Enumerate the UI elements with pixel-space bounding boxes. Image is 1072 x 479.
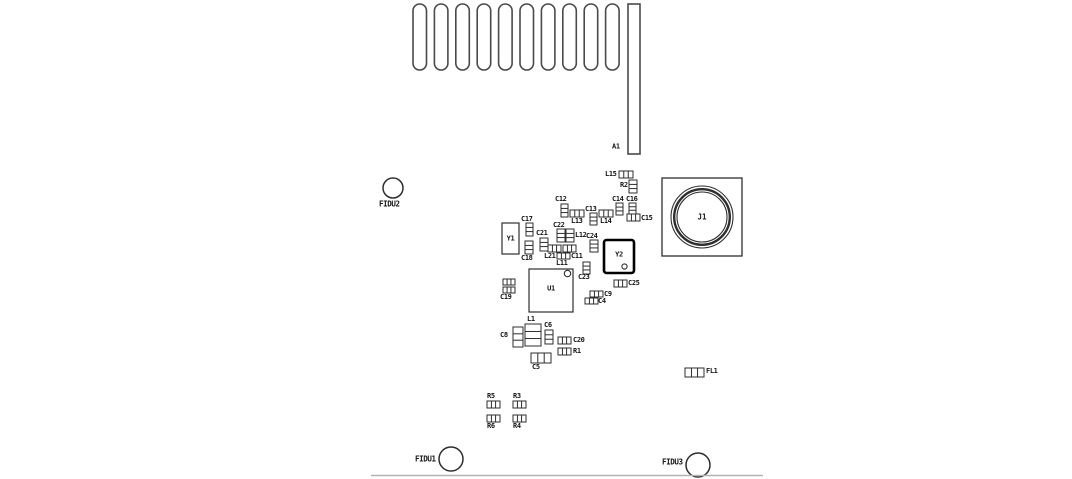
component-l13-refdes-label: L13 <box>571 217 583 225</box>
component-c19-refdes-label: C19 <box>500 293 512 301</box>
antenna-loop-trace <box>583 3 599 71</box>
component-c8-body <box>512 326 524 348</box>
component-l15-refdes-label: L15 <box>605 170 617 178</box>
component-c15-body <box>626 213 641 222</box>
pin1-marker-y2 <box>621 263 628 270</box>
component-l15-body <box>618 170 634 179</box>
component-c18-body <box>524 240 534 255</box>
component-fl1-body <box>684 367 705 378</box>
component-c19-body <box>502 278 516 286</box>
component-c9-refdes-label: C9 <box>604 290 612 298</box>
component-c13-body <box>589 212 598 226</box>
component-r5-body <box>486 400 501 409</box>
component-c8-refdes-label: C8 <box>500 331 508 339</box>
component-r3-refdes-label: R3 <box>513 392 521 400</box>
component-r1-refdes-label: R1 <box>573 347 581 355</box>
component-fl1-refdes-label: FL1 <box>706 367 718 375</box>
component-c25-body <box>613 279 628 288</box>
component-c6-body <box>544 329 554 345</box>
connector-outline <box>661 177 743 257</box>
component-r3-body <box>512 400 527 409</box>
antenna-loop-trace <box>519 3 535 71</box>
component-l12-refdes-label: L12 <box>575 231 587 239</box>
fiducial-label-fidu3: FIDU3 <box>662 458 683 467</box>
component-c12-body <box>560 203 569 218</box>
component-l21-refdes-label: L21 <box>544 252 556 260</box>
component-c16-refdes-label: C16 <box>626 195 638 203</box>
component-c15-refdes-label: C15 <box>641 214 653 222</box>
antenna-refdes-label: A1 <box>612 142 620 150</box>
component-c18-refdes-label: C18 <box>521 254 533 262</box>
connector-refdes-label: J1 <box>697 213 707 222</box>
ic-refdes-label-y2: Y2 <box>615 251 623 259</box>
component-c12-refdes-label: C12 <box>555 195 567 203</box>
component-c24-body <box>589 239 599 253</box>
component-c17-refdes-label: C17 <box>521 215 533 223</box>
component-c17-body <box>525 222 534 237</box>
component-l1-refdes-label: L1 <box>527 315 535 323</box>
ic-body-y1 <box>501 222 520 255</box>
antenna-loop-trace <box>433 3 449 71</box>
component-c5-refdes-label: C5 <box>532 363 540 371</box>
fiducial-mark-fidu2 <box>382 177 404 199</box>
component-l11-refdes-label: L11 <box>556 259 568 267</box>
component-c24-refdes-label: C24 <box>586 232 598 240</box>
component-r1-body <box>557 347 572 356</box>
component-c20-refdes-label: C20 <box>573 336 585 344</box>
fiducial-label-fidu1: FIDU1 <box>415 455 436 464</box>
component-c6-refdes-label: C6 <box>544 321 552 329</box>
component-r6-body <box>486 414 501 423</box>
antenna-loop-trace <box>454 3 471 71</box>
antenna-loop-trace <box>412 3 428 71</box>
component-c21-body <box>539 237 549 252</box>
component-r4-body <box>512 414 527 423</box>
antenna-loop-trace <box>476 3 492 71</box>
antenna-feed-trace <box>627 3 641 155</box>
antenna-loop-trace <box>540 3 556 71</box>
component-c21-refdes-label: C21 <box>536 229 548 237</box>
component-r2-body <box>628 179 638 194</box>
connector-barrel-circle <box>670 185 734 249</box>
antenna-loop-trace <box>561 3 578 71</box>
component-c25-refdes-label: C25 <box>628 279 640 287</box>
component-r5-refdes-label: R5 <box>487 392 495 400</box>
component-c20-body <box>557 336 572 345</box>
component-l13-body <box>569 209 585 218</box>
component-l14-body <box>598 209 614 218</box>
component-l11-body <box>556 252 571 260</box>
component-c16-body <box>628 202 637 215</box>
component-c11-body <box>562 244 577 253</box>
connector-barrel-circle <box>676 191 728 243</box>
antenna-loop-trace <box>497 3 513 71</box>
component-l12-body <box>565 228 575 243</box>
component-r6-refdes-label: R6 <box>487 422 495 430</box>
component-c4-body <box>584 297 599 305</box>
component-c23-body <box>582 261 591 275</box>
component-c14-body <box>615 202 624 216</box>
component-r4-refdes-label: R4 <box>513 422 521 430</box>
component-c23-refdes-label: C23 <box>578 273 590 281</box>
component-c13-refdes-label: C13 <box>585 205 597 213</box>
component-c11-refdes-label: C11 <box>571 252 583 260</box>
pin1-marker-u1 <box>563 269 572 278</box>
antenna-loop-trace <box>604 3 620 71</box>
component-l1-body <box>524 323 542 347</box>
component-l21-body <box>547 244 562 253</box>
component-l14-refdes-label: L14 <box>600 217 612 225</box>
component-c22-body <box>556 228 566 243</box>
component-c9-body <box>589 290 604 298</box>
component-c5-body <box>530 352 552 364</box>
component-c4-refdes-label: C4 <box>598 297 606 305</box>
ic-refdes-label-y1: Y1 <box>507 235 515 243</box>
fiducial-mark-fidu1 <box>438 446 464 472</box>
component-c14-refdes-label: C14 <box>612 195 624 203</box>
ic-refdes-label-u1: U1 <box>547 285 555 293</box>
fiducial-label-fidu2: FIDU2 <box>379 200 400 209</box>
fiducial-mark-fidu3 <box>685 452 711 478</box>
component-r2-refdes-label: R2 <box>620 181 628 189</box>
component-c19-body <box>502 286 516 294</box>
connector-barrel-circle <box>673 187 732 246</box>
component-c22-refdes-label: C22 <box>553 221 565 229</box>
